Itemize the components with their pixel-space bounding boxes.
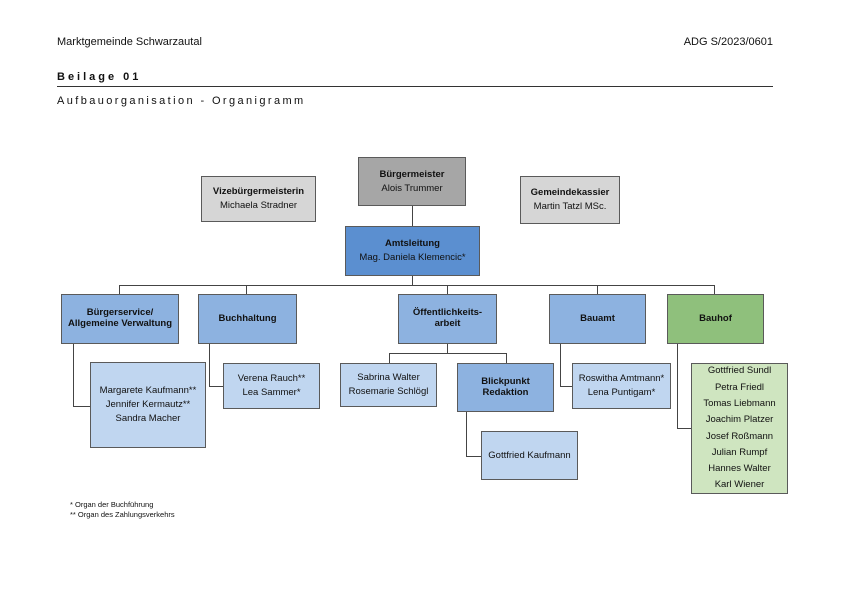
member-box-buergerservice: Margarete Kaufmann** Jennifer Kermautz**… (90, 362, 206, 448)
connector-line (677, 344, 678, 428)
connector-line (466, 456, 481, 457)
person-name: Lena Puntigam* (587, 387, 656, 398)
member-box-bauamt: Roswitha Amtmann* Lena Puntigam* (572, 363, 671, 409)
person-name: Rosemarie Schlögl (348, 386, 429, 397)
header-document-id: ADG S/2023/0601 (683, 36, 773, 48)
department-title: Öffentlichkeits- (412, 307, 483, 319)
org-box-buergerservice: Bürgerservice/ Allgemeine Verwaltung (61, 294, 179, 344)
person-name: Roswitha Amtmann* (578, 373, 665, 385)
department-title: Buchhaltung (218, 313, 277, 325)
org-box-gemeindekassier: Gemeindekassier Martin Tatzl MSc. (520, 176, 620, 224)
page-title: Beilage 01 (57, 71, 142, 83)
person-name: Jennifer Kermautz** (105, 399, 191, 411)
org-box-amtsleitung: Amtsleitung Mag. Daniela Klemencic* (345, 226, 480, 276)
connector-line (714, 285, 715, 294)
person-name: Martin Tatzl MSc. (533, 201, 607, 212)
connector-line (73, 406, 90, 407)
org-box-buchhaltung: Buchhaltung (198, 294, 297, 344)
connector-line (560, 386, 572, 387)
title-divider (57, 86, 773, 87)
header-municipality: Marktgemeinde Schwarzautal (57, 36, 202, 48)
role-title: Gemeindekassier (530, 187, 610, 199)
connector-line (73, 344, 74, 406)
person-name: Mag. Daniela Klemencic* (359, 252, 466, 263)
person-name: Sabrina Walter (357, 372, 420, 384)
person-name: Gottfried Kaufmann (488, 449, 571, 461)
connector-line (389, 353, 506, 354)
connector-line (506, 353, 507, 363)
connector-line (412, 206, 413, 226)
page-subtitle: Aufbauorganisation - Organigramm (57, 95, 306, 107)
person-name: Josef Roßmann (705, 430, 774, 442)
connector-line (119, 285, 714, 286)
role-title: Vizebürgermeisterin (212, 186, 305, 198)
org-box-vizebuergermeisterin: Vizebürgermeisterin Michaela Stradner (201, 176, 316, 222)
person-name: Hannes Walter (708, 463, 771, 475)
person-name: Joachim Platzer (705, 414, 774, 426)
footnote-buchfuehrung: * Organ der Buchführung (70, 500, 154, 509)
footnote-zahlungsverkehr: ** Organ des Zahlungsverkehrs (70, 510, 175, 519)
connector-line (119, 285, 120, 294)
connector-line (209, 386, 223, 387)
person-name: Julian Rumpf (711, 446, 768, 458)
department-title: Redaktion (482, 386, 529, 398)
org-box-buergermeister: Bürgermeister Alois Trummer (358, 157, 466, 206)
org-box-blickpunkt-redaktion: Blickpunkt Redaktion (457, 363, 554, 412)
department-title: Bürgerservice/ (86, 307, 154, 319)
connector-line (466, 412, 467, 456)
connector-line (209, 344, 210, 386)
department-title: arbeit (434, 318, 461, 329)
person-name: Sandra Macher (115, 412, 181, 424)
person-name: Verena Rauch** (237, 373, 306, 385)
role-title: Bürgermeister (379, 168, 445, 180)
member-box-oeffentlichkeitsarbeit: Sabrina Walter Rosemarie Schlögl (340, 363, 437, 407)
connector-line (389, 353, 390, 363)
person-name: Gottfried Sundl (707, 365, 772, 377)
member-box-blickpunkt-redaktion: Gottfried Kaufmann (481, 431, 578, 480)
person-name: Karl Wiener (714, 479, 765, 491)
connector-line (412, 276, 413, 285)
org-box-oeffentlichkeitsarbeit: Öffentlichkeits- arbeit (398, 294, 497, 344)
department-title: Allgemeine Verwaltung (68, 318, 172, 329)
person-name: Alois Trummer (381, 182, 443, 194)
connector-line (246, 285, 247, 294)
department-title: Blickpunkt (481, 375, 530, 387)
department-title: Bauamt (580, 313, 615, 325)
org-box-bauhof: Bauhof (667, 294, 764, 344)
person-name: Michaela Stradner (219, 200, 298, 211)
person-name: Margarete Kaufmann** (99, 385, 197, 397)
connector-line (597, 285, 598, 294)
person-name: Lea Sammer* (242, 387, 301, 398)
connector-line (677, 428, 691, 429)
role-title: Amtsleitung (385, 238, 440, 250)
member-box-bauhof: Gottfried Sundl Petra Friedl Tomas Liebm… (691, 363, 788, 494)
person-name: Tomas Liebmann (703, 397, 776, 409)
member-box-buchhaltung: Verena Rauch** Lea Sammer* (223, 363, 320, 409)
department-title: Bauhof (699, 313, 732, 325)
org-box-bauamt: Bauamt (549, 294, 646, 344)
person-name: Petra Friedl (714, 381, 765, 393)
connector-line (447, 344, 448, 353)
connector-line (560, 344, 561, 386)
connector-line (447, 285, 448, 294)
